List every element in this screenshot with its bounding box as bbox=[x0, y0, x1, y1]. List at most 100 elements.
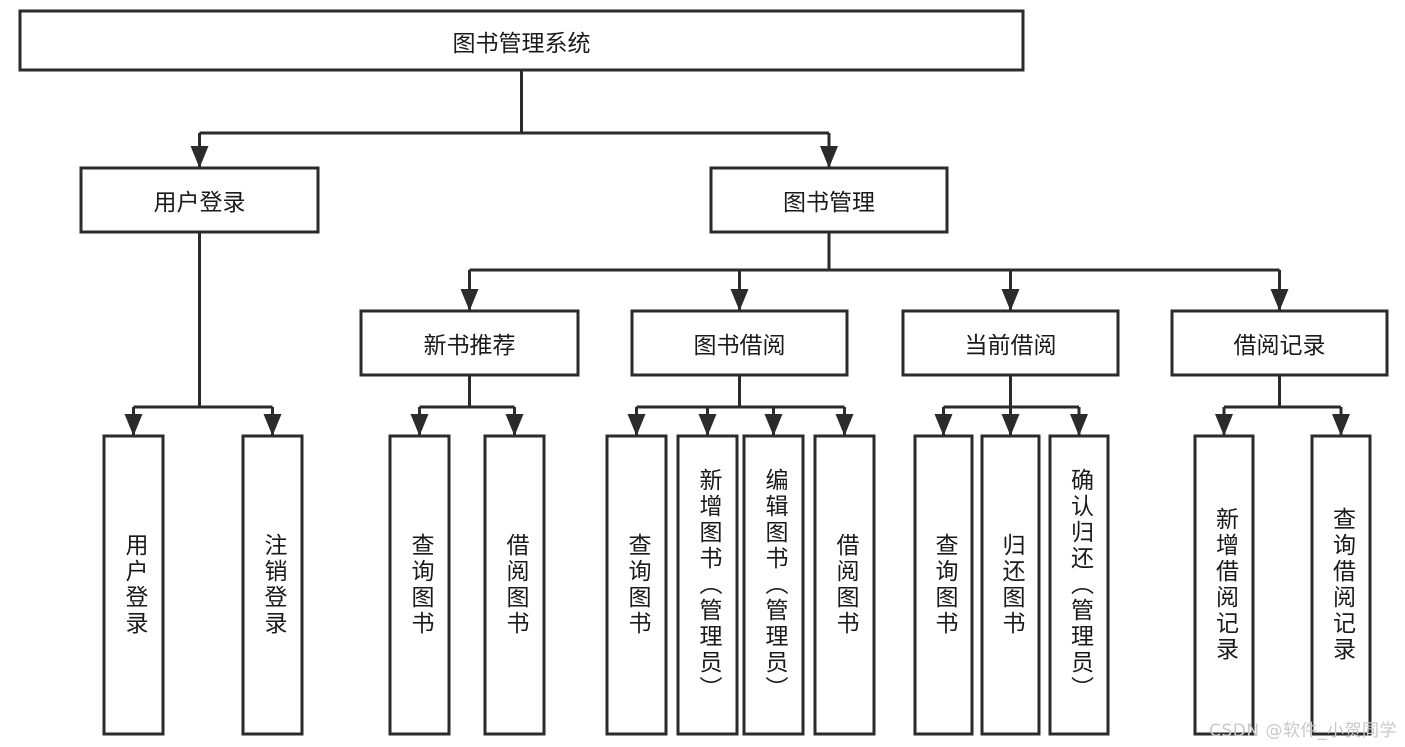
node-leaf-add-record-box bbox=[1193, 434, 1255, 736]
node-current-borrow-label: 当前借阅 bbox=[964, 333, 1057, 359]
node-book-borrow-label-area: 图书借阅 bbox=[632, 311, 847, 375]
node-leaf-query-book-cur-label: 查询图书 bbox=[931, 533, 957, 637]
node-leaf-add-record-label-wrap: 新增借阅记录 bbox=[1195, 436, 1253, 734]
arrow-head-icon bbox=[820, 146, 838, 168]
node-leaf-add-record-label: 新增借阅记录 bbox=[1211, 507, 1238, 663]
node-leaf-add-book-label-wrap: 新增图书（管理员） bbox=[678, 436, 737, 734]
node-leaf-query-book-borrow-box bbox=[605, 434, 668, 736]
node-new-book-recommend-label: 新书推荐 bbox=[423, 333, 516, 359]
node-root-label-wrap: 图书管理系统 bbox=[20, 11, 1023, 70]
node-book-manage-label-area: 图书管理 bbox=[711, 168, 947, 232]
node-leaf-user-login-label: 用户登录 bbox=[121, 533, 147, 637]
node-current-borrow[interactable]: 当前借阅 bbox=[901, 309, 1120, 377]
arrow-head-icon bbox=[1001, 414, 1020, 436]
node-leaf-add-book[interactable]: 新增图书（管理员） bbox=[676, 434, 739, 736]
node-leaf-query-book-rec-label-area: 查询图书 bbox=[390, 436, 449, 734]
node-leaf-user-login-box bbox=[102, 434, 165, 736]
node-leaf-borrow-book[interactable]: 借阅图书 bbox=[813, 434, 876, 736]
arrow-head-icon bbox=[1215, 414, 1233, 436]
node-leaf-add-book-box bbox=[676, 434, 739, 736]
node-leaf-borrow-book-label-area: 借阅图书 bbox=[815, 436, 874, 734]
arrow-head-icon bbox=[835, 414, 854, 436]
node-leaf-query-book-cur-box bbox=[913, 434, 974, 736]
node-leaf-add-record-label-area: 新增借阅记录 bbox=[1195, 436, 1253, 734]
node-book-borrow-box bbox=[630, 309, 849, 377]
connector-current-borrow-to-leaves bbox=[934, 375, 1088, 436]
node-leaf-user-logout-label-area: 注销登录 bbox=[243, 436, 302, 734]
node-leaf-return-book-label-wrap: 归还图书 bbox=[982, 436, 1039, 734]
node-leaf-user-login-label-area: 用户登录 bbox=[104, 436, 163, 734]
node-leaf-borrow-book-box bbox=[813, 434, 876, 736]
connector-new-book-recommend-to-leaves bbox=[410, 375, 524, 436]
arrow-head-icon bbox=[1332, 414, 1350, 436]
node-leaf-query-record-label-wrap: 查询借阅记录 bbox=[1312, 436, 1370, 734]
node-user-login-label-area: 用户登录 bbox=[153, 190, 246, 216]
node-leaf-edit-book-label-wrap: 编辑图书（管理员） bbox=[744, 436, 803, 734]
node-leaf-add-book-label: 新增图书（管理员） bbox=[695, 468, 721, 702]
node-leaf-borrow-book-rec-box bbox=[483, 434, 546, 736]
node-leaf-return-book[interactable]: 归还图书 bbox=[980, 434, 1041, 736]
node-user-login-box bbox=[79, 166, 320, 234]
node-leaf-user-logout[interactable]: 注销登录 bbox=[241, 434, 304, 736]
node-leaf-add-record[interactable]: 新增借阅记录 bbox=[1193, 434, 1255, 736]
node-user-login[interactable]: 用户登录 bbox=[79, 166, 320, 234]
arrow-head-icon bbox=[698, 414, 717, 436]
node-leaf-query-book-rec[interactable]: 查询图书 bbox=[388, 434, 451, 736]
node-leaf-return-book-label-area: 归还图书 bbox=[982, 436, 1039, 734]
node-leaf-query-book-cur-label-wrap: 查询图书 bbox=[915, 436, 972, 734]
node-borrow-record[interactable]: 借阅记录 bbox=[1170, 309, 1389, 377]
node-borrow-record-label: 借阅记录 bbox=[1233, 333, 1326, 359]
node-book-manage[interactable]: 图书管理 bbox=[709, 166, 949, 234]
arrow-head-icon bbox=[1070, 414, 1088, 436]
arrow-head-icon bbox=[124, 414, 143, 436]
node-new-book-recommend-box bbox=[359, 309, 580, 377]
arrow-head-icon bbox=[1270, 289, 1289, 311]
node-leaf-user-login[interactable]: 用户登录 bbox=[102, 434, 165, 736]
node-book-borrow[interactable]: 图书借阅 bbox=[630, 309, 849, 377]
node-root[interactable]: 图书管理系统 bbox=[18, 9, 1025, 72]
node-root-label-area: 图书管理系统 bbox=[20, 11, 1023, 70]
node-leaf-user-logout-label: 注销登录 bbox=[260, 533, 286, 637]
node-book-manage-box bbox=[709, 166, 949, 234]
node-new-book-recommend[interactable]: 新书推荐 bbox=[359, 309, 580, 377]
node-leaf-query-record-box bbox=[1310, 434, 1372, 736]
node-leaf-borrow-book-rec-label: 借阅图书 bbox=[502, 533, 528, 637]
node-leaf-edit-book-label-area: 编辑图书（管理员） bbox=[744, 436, 803, 734]
arrow-head-icon bbox=[410, 414, 429, 436]
node-book-manage-label-wrap: 图书管理 bbox=[711, 168, 947, 232]
node-leaf-confirm-return[interactable]: 确认归还（管理员） bbox=[1048, 434, 1110, 736]
node-root-label: 图书管理系统 bbox=[452, 30, 591, 57]
node-leaf-query-book-rec-label: 查询图书 bbox=[407, 533, 433, 637]
arrow-head-icon bbox=[730, 289, 749, 311]
node-new-book-recommend-label-wrap: 新书推荐 bbox=[361, 311, 578, 375]
node-leaf-return-book-box bbox=[980, 434, 1041, 736]
node-leaf-borrow-book-rec[interactable]: 借阅图书 bbox=[483, 434, 546, 736]
node-leaf-query-record[interactable]: 查询借阅记录 bbox=[1310, 434, 1372, 736]
node-leaf-query-record-label-area: 查询借阅记录 bbox=[1312, 436, 1370, 734]
node-leaf-user-logout-label-wrap: 注销登录 bbox=[243, 436, 302, 734]
node-leaf-confirm-return-label: 确认归还（管理员） bbox=[1066, 468, 1093, 702]
node-leaf-return-book-label: 归还图书 bbox=[998, 533, 1024, 637]
nodes-layer: 图书管理系统用户登录图书管理新书推荐图书借阅当前借阅借阅记录用户登录注销登录查询… bbox=[18, 9, 1389, 736]
node-user-login-label: 用户登录 bbox=[153, 190, 246, 216]
node-leaf-user-login-label-wrap: 用户登录 bbox=[104, 436, 163, 734]
node-leaf-borrow-book-label-wrap: 借阅图书 bbox=[815, 436, 874, 734]
node-new-book-recommend-label-area: 新书推荐 bbox=[361, 311, 578, 375]
node-leaf-query-book-cur[interactable]: 查询图书 bbox=[913, 434, 974, 736]
node-leaf-borrow-book-rec-label-area: 借阅图书 bbox=[502, 533, 528, 637]
node-leaf-query-book-borrow-label-area: 查询图书 bbox=[624, 533, 650, 637]
connector-book-borrow-to-leaves bbox=[627, 375, 854, 436]
node-leaf-borrow-book-label: 借阅图书 bbox=[832, 533, 858, 637]
node-borrow-record-label-wrap: 借阅记录 bbox=[1172, 311, 1387, 375]
node-current-borrow-box bbox=[901, 309, 1120, 377]
node-book-borrow-label-wrap: 图书借阅 bbox=[632, 311, 847, 375]
node-current-borrow-label-area: 当前借阅 bbox=[964, 333, 1057, 359]
node-leaf-add-book-label-area: 新增图书（管理员） bbox=[678, 436, 737, 734]
node-leaf-query-book-rec-label-wrap: 查询图书 bbox=[390, 436, 449, 734]
node-leaf-query-book-borrow[interactable]: 查询图书 bbox=[605, 434, 668, 736]
connector-user-login-to-leaves bbox=[124, 232, 282, 436]
arrow-head-icon bbox=[764, 414, 783, 436]
node-leaf-edit-book[interactable]: 编辑图书（管理员） bbox=[742, 434, 805, 736]
